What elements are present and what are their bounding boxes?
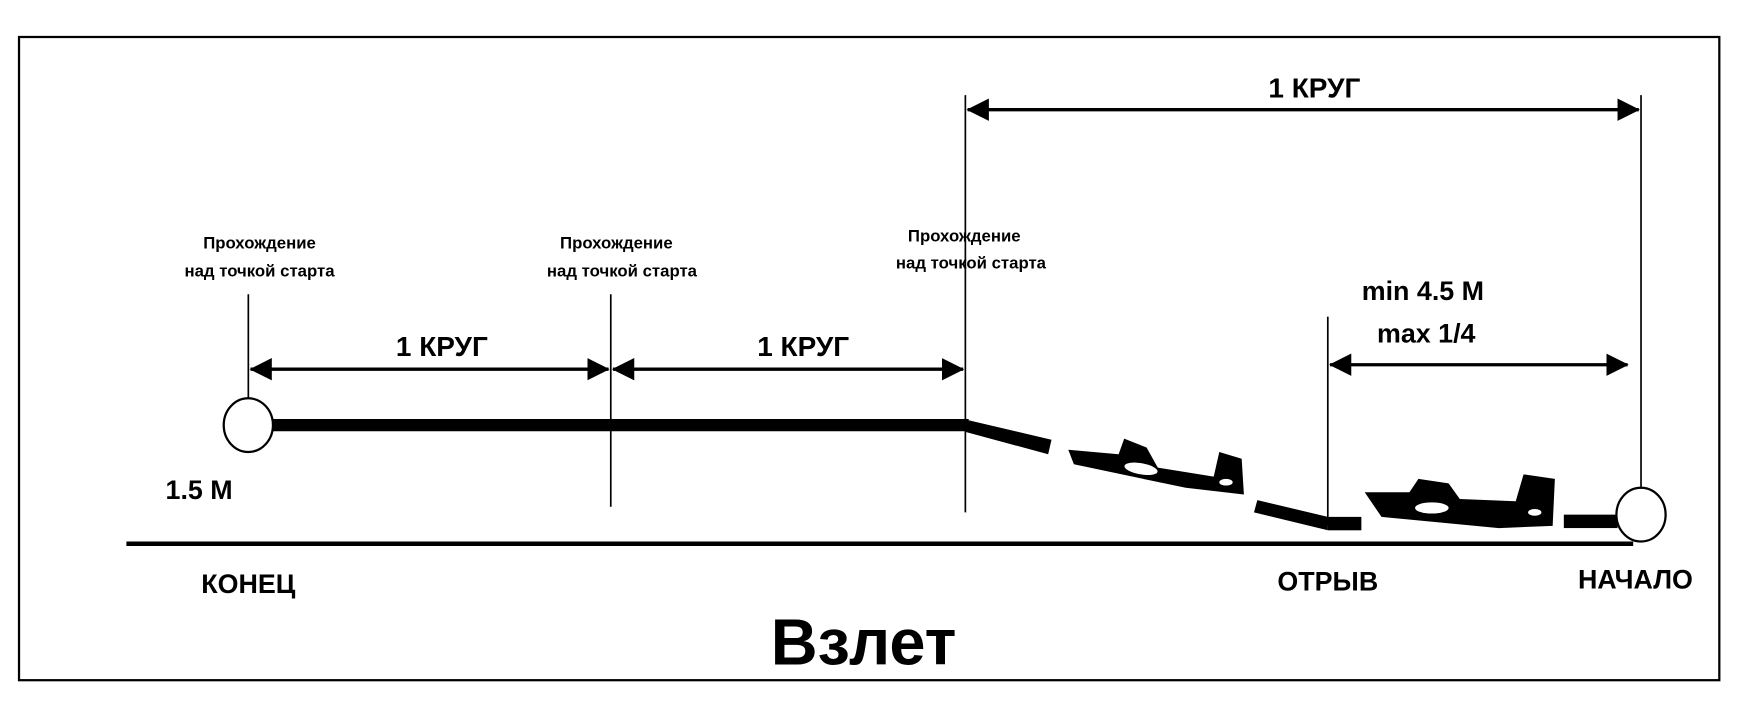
liftoff-label: ОТРЫВ	[1277, 567, 1378, 597]
lap-label: 1 КРУГ	[1268, 72, 1360, 103]
airplane-icon	[1364, 474, 1555, 529]
pass-label-line2: над точкой старта	[896, 254, 1047, 273]
end-point-marker	[222, 397, 275, 454]
pass-label-line2: над точкой старта	[184, 261, 335, 280]
start-label: НАЧАЛО	[1578, 564, 1693, 594]
takeoff-max-label: max 1/4	[1377, 318, 1476, 348]
climb-segment	[1253, 500, 1328, 531]
lap-label: 1 КРУГ	[757, 331, 849, 362]
pass-label-line1: Прохождение	[908, 227, 1021, 246]
pass-label-line2: над точкой старта	[547, 261, 698, 280]
start-point-marker	[1615, 486, 1667, 543]
frame-border	[17, 35, 1721, 682]
ground-roll-segment	[1563, 514, 1618, 529]
airplane-icon	[1068, 438, 1244, 495]
height-label: 1.5 М	[166, 475, 233, 505]
end-label: КОНЕЦ	[201, 569, 296, 599]
pass-label-line1: Прохождение	[203, 233, 316, 252]
takeoff-min-label: min 4.5 М	[1362, 276, 1484, 306]
ground-roll-segment	[1327, 516, 1362, 531]
climb-segment	[965, 419, 1052, 455]
pass-label-line1: Прохождение	[560, 233, 673, 252]
lap-label: 1 КРУГ	[396, 331, 488, 362]
diagram-title: Взлет	[771, 606, 957, 679]
